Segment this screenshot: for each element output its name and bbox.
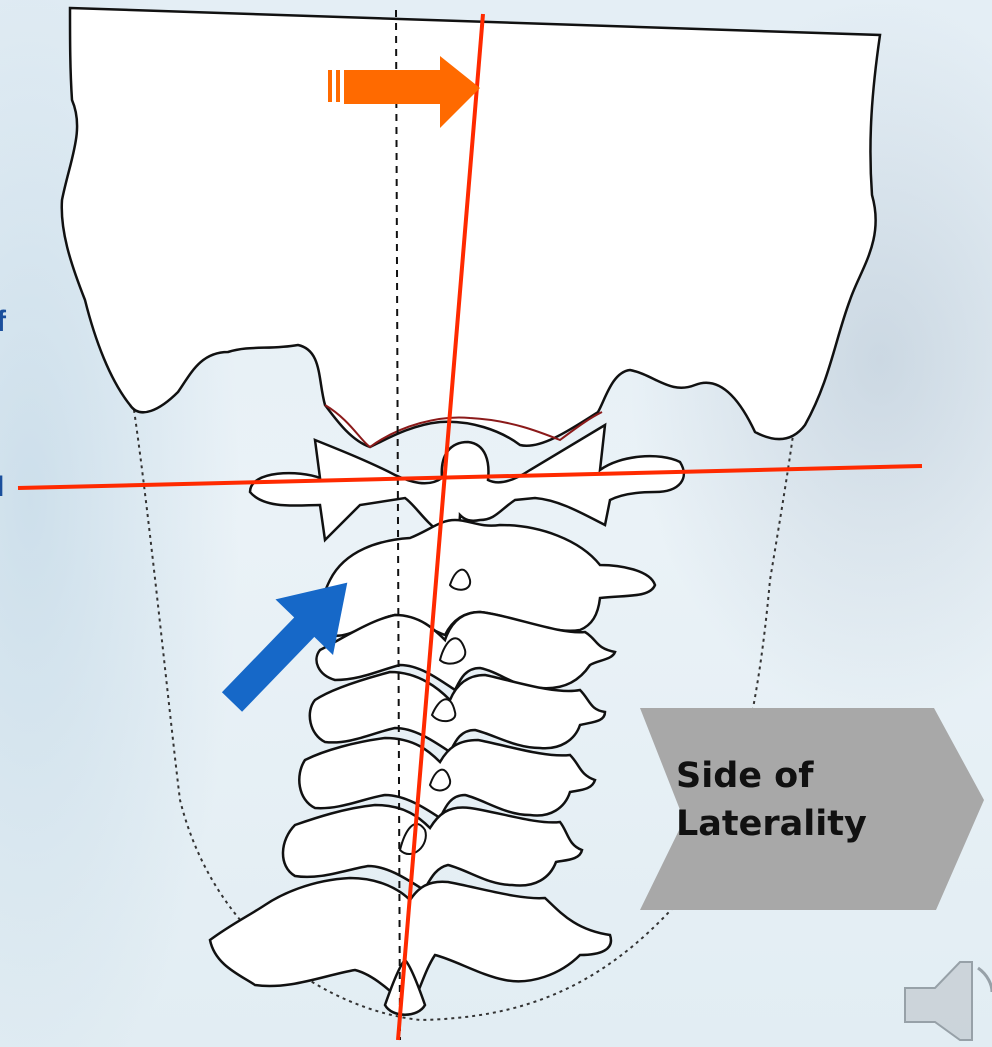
tag-line-1: Side of xyxy=(676,752,936,800)
tag-line-2: Laterality xyxy=(676,800,936,848)
side-of-laterality-label: Side of Laterality xyxy=(676,752,936,848)
speaker-icon xyxy=(905,962,992,1040)
edge-text-middle: I xyxy=(0,470,4,504)
skull xyxy=(62,8,880,447)
edge-text-top: f xyxy=(0,305,6,339)
c6-vertebra xyxy=(283,805,582,890)
